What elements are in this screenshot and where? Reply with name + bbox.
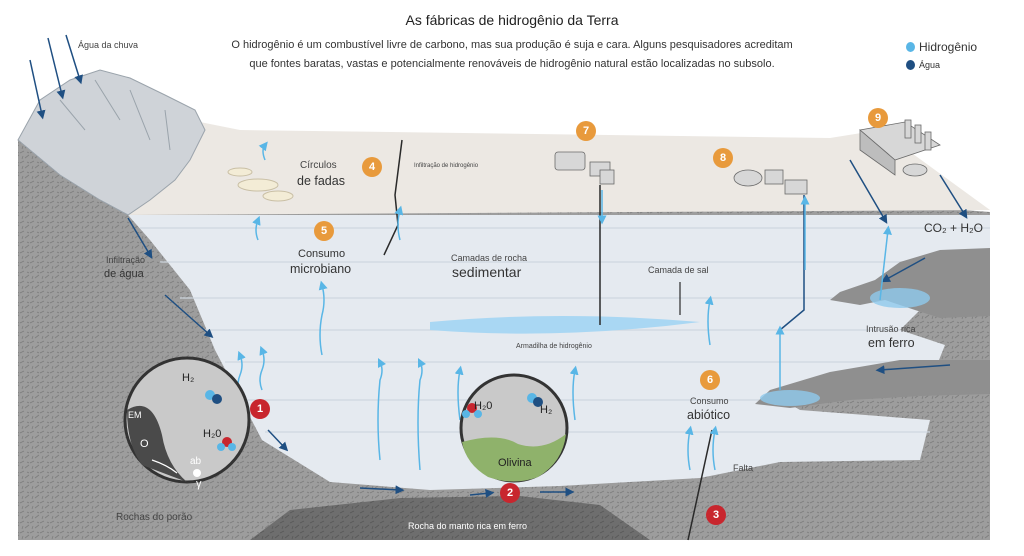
- subtitle-line-2: que fontes baratas, vastas e potencialme…: [249, 58, 775, 70]
- mantle-label: Rocha do manto rica em ferro: [408, 521, 528, 531]
- abiotic-label-2: abiótico: [687, 408, 731, 422]
- hydrogen-trap: [430, 316, 700, 334]
- facility-9: [859, 119, 941, 177]
- microbial-label-2: microbiano: [290, 262, 352, 276]
- badge-9: 9: [868, 108, 888, 128]
- c1-em-label: EM: [128, 410, 142, 420]
- iron-intrusion: [830, 248, 990, 318]
- basement-label: Rochas do porão: [116, 512, 193, 523]
- radiolysis-inset: [123, 356, 251, 484]
- c1-h2-label: H₂: [182, 372, 195, 384]
- hydrogen-leak-label: Infiltração de hidrogênio: [414, 163, 479, 169]
- olivine-label: Olivina: [498, 457, 532, 469]
- salt-layer-label: Camada de sal: [648, 265, 709, 275]
- fairy-circles: [227, 167, 294, 202]
- facility-7: [554, 151, 615, 185]
- facility-8: [733, 169, 808, 195]
- fairy-circles-label-1: Círculos: [300, 160, 337, 171]
- co2-h2o-label: CO₂ + H₂O: [924, 221, 983, 235]
- page-title: As fábricas de hidrogênio da Terra: [405, 12, 619, 28]
- c1-h2o-label: H₂0: [203, 428, 222, 440]
- water-infiltration-label-2: de água: [104, 268, 144, 280]
- legend-hydrogen: Hidrogênio: [906, 38, 977, 56]
- mantle-rock: [250, 496, 650, 540]
- legend-water: Água: [906, 56, 977, 74]
- subtitle-line-1: O hidrogênio é um combustível livre de c…: [231, 39, 793, 51]
- hydrogen-drop-icon: [906, 42, 915, 52]
- badge-8: 8: [713, 148, 733, 168]
- water-flow-arrows: [127, 159, 968, 498]
- serpentinization-inset: [459, 373, 569, 483]
- microbial-label-1: Consumo: [298, 248, 346, 260]
- rain-arrows: [29, 34, 83, 120]
- c1-gamma-label: γ: [196, 478, 202, 490]
- badge-4: 4: [362, 157, 382, 177]
- c1-o-label: O: [140, 438, 149, 450]
- water-drop-icon: [906, 60, 915, 70]
- sediment-label-1: Camadas de rocha: [451, 253, 528, 263]
- fairy-circles-label-2: de fadas: [297, 174, 345, 188]
- c2-h2-label: H₂: [540, 404, 553, 416]
- sediment-label-2: sedimentar: [452, 264, 522, 280]
- water-infiltration-label-1: Infiltração: [106, 255, 146, 265]
- badge-3: 3: [706, 505, 726, 525]
- badge-5: 5: [314, 221, 334, 241]
- iron-intrusion-label-1: Intrusão rica: [866, 324, 916, 334]
- badge-6: 6: [700, 370, 720, 390]
- iron-intrusion-label-2: em ferro: [868, 336, 915, 350]
- hydrogen-rise-arrows: [237, 141, 892, 471]
- legend: Hidrogênio Água: [906, 38, 977, 74]
- c1-ab-label: ab: [190, 456, 202, 467]
- badge-1: 1: [250, 399, 270, 419]
- sediment-layers: [128, 215, 990, 490]
- c2-h2o-label: H₂0: [474, 400, 493, 412]
- rain-label: Água da chuva: [78, 40, 139, 50]
- abiotic-label-1: Consumo: [690, 396, 729, 406]
- hydrogen-trap-label: Armadilha de hidrogênio: [516, 343, 592, 350]
- badge-2: 2: [500, 483, 520, 503]
- badge-7: 7: [576, 121, 596, 141]
- page-subtitle: O hidrogênio é um combustível livre de c…: [180, 36, 844, 74]
- fault-label: Falta: [733, 463, 754, 473]
